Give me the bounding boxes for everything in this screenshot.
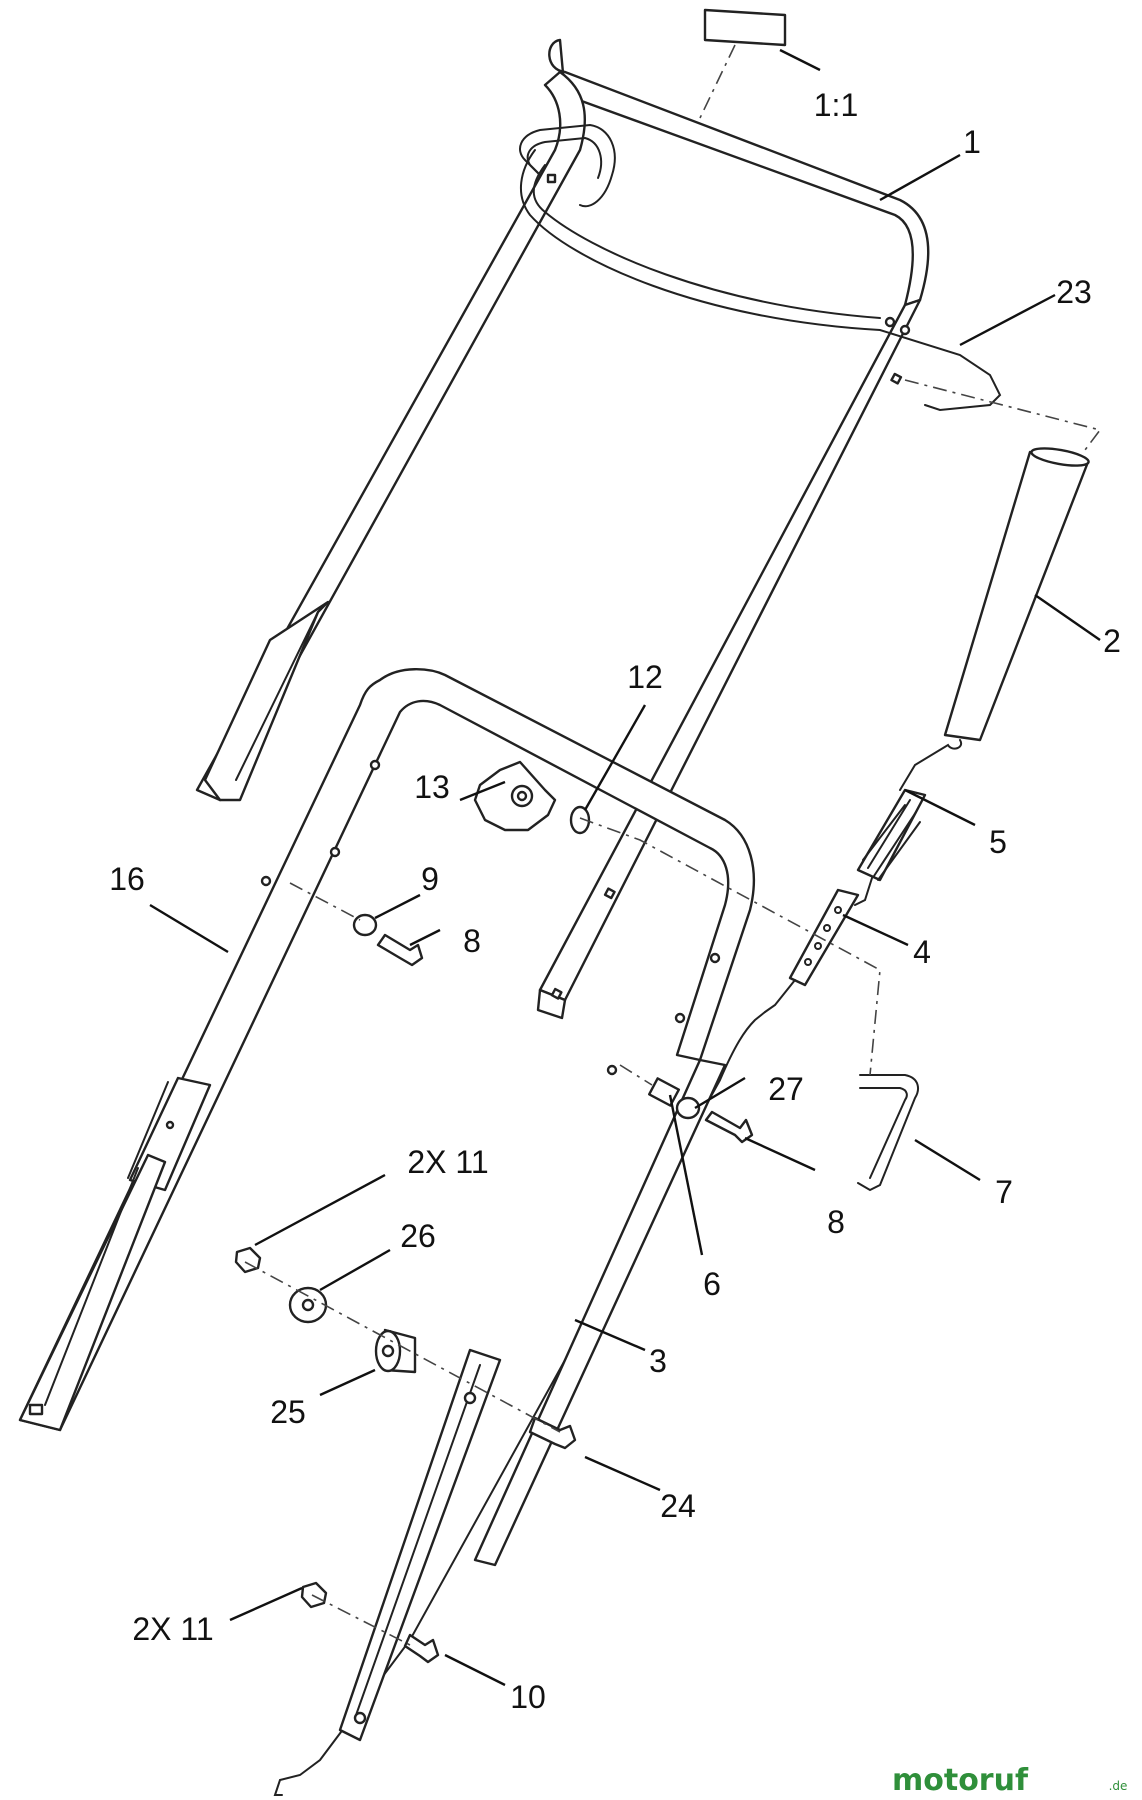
callout-3: 3: [649, 1343, 667, 1379]
watermark-logo: motoruf .de: [892, 1763, 1127, 1798]
adjuster-plate: [764, 888, 860, 1013]
callout-labels: 1:1 1 2 23 12 13 5 4 16 9 8 27 7 2X 11 8…: [109, 87, 1121, 1715]
assembly-lines: [244, 44, 1102, 1646]
control-cable: [273, 1011, 766, 1796]
callout-5: 5: [989, 824, 1007, 860]
callout-27: 27: [768, 1071, 804, 1107]
adjustment-knob: [473, 760, 591, 835]
watermark-suffix: .de: [1109, 1779, 1128, 1793]
callout-16: 16: [109, 861, 145, 897]
callout-8-upper: 8: [463, 923, 481, 959]
leader-lines: [149, 48, 1101, 1687]
bail-bar: [519, 123, 1002, 412]
callout-7: 7: [995, 1174, 1013, 1210]
callout-2x11-upper: 2X 11: [407, 1144, 488, 1180]
hardware: [234, 8, 919, 1664]
callout-10: 10: [510, 1679, 546, 1715]
callout-26: 26: [400, 1218, 436, 1254]
callout-2x11-lower: 2X 11: [132, 1611, 213, 1647]
callout-2: 2: [1103, 623, 1121, 659]
knob-washer: [569, 805, 591, 835]
control-tube: [943, 447, 1090, 742]
callout-9: 9: [421, 861, 439, 897]
callout-13: 13: [414, 769, 450, 805]
callout-25: 25: [270, 1394, 306, 1430]
callout-12: 12: [627, 659, 663, 695]
callout-1: 1: [963, 124, 981, 160]
upper-handle: [195, 38, 930, 1020]
lower-handle: [18, 668, 756, 1742]
callout-24: 24: [660, 1488, 696, 1524]
watermark-main: motoruf: [892, 1763, 1029, 1798]
callout-23: 23: [1056, 274, 1092, 310]
callout-8-lower: 8: [827, 1204, 845, 1240]
callout-6: 6: [703, 1266, 721, 1302]
spring: [854, 739, 963, 906]
scale-label: 1:1: [814, 87, 858, 123]
callout-4: 4: [913, 934, 931, 970]
